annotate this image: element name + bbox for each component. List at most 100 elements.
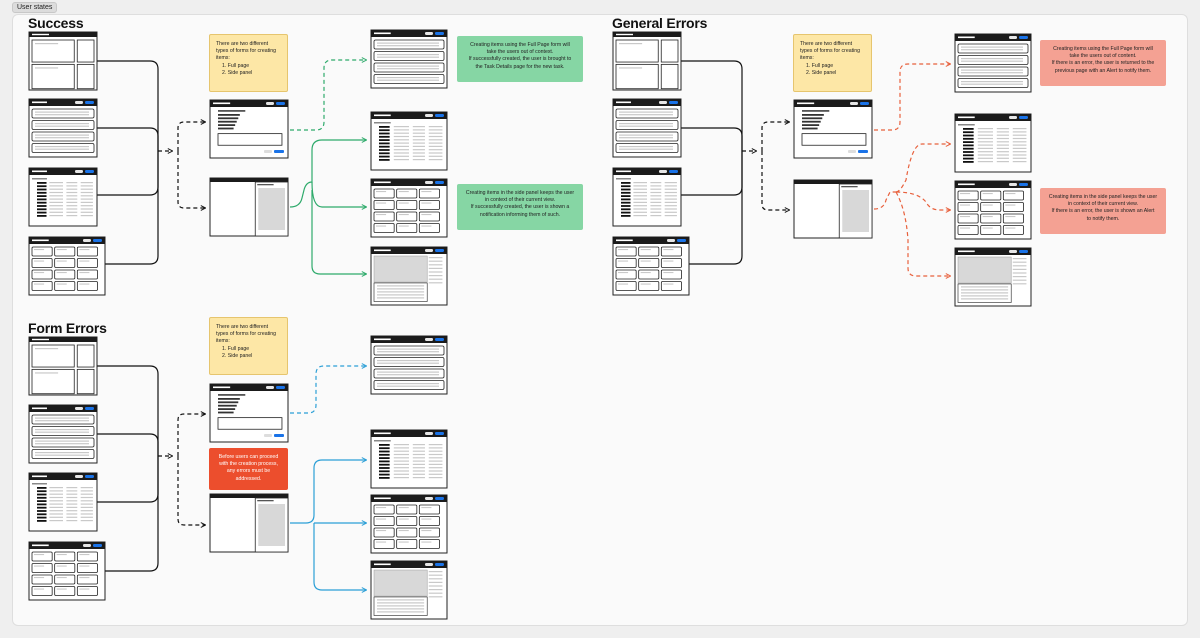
table-cell: [80, 195, 93, 197]
text-placeholder: [377, 605, 425, 607]
table-cell-strong: [379, 463, 390, 466]
section-heading-placeholder: [32, 483, 47, 485]
table-cell-strong: [379, 159, 390, 161]
app-header: [371, 247, 447, 254]
card: [76, 63, 95, 90]
text-placeholder: [35, 417, 89, 419]
table-cell: [80, 198, 93, 200]
text-placeholder: [35, 111, 89, 113]
table-cell: [66, 510, 78, 512]
text-placeholder: [663, 272, 674, 274]
table-cell: [412, 444, 425, 446]
screen-thumbnail-grid: [370, 494, 448, 554]
table-cell: [428, 142, 443, 144]
table-cell-strong: [379, 477, 390, 479]
note-line: 2. Side panel: [806, 69, 837, 76]
screen-thumbnail-list: [28, 404, 98, 464]
table-cell: [49, 205, 63, 207]
table-cell: [664, 208, 677, 210]
header-button: [659, 101, 667, 104]
header-button: [1009, 116, 1017, 119]
header-title-placeholder: [374, 563, 391, 566]
header-title-placeholder: [797, 102, 815, 105]
header-primary-button: [435, 249, 444, 252]
app-header: [371, 336, 447, 343]
board-tag[interactable]: User states: [12, 2, 58, 13]
table-cell: [1012, 128, 1027, 130]
table-cell: [393, 135, 409, 138]
table-cell: [80, 496, 93, 499]
note-line: There are two different: [800, 41, 853, 47]
table-cell: [393, 467, 409, 469]
list-card: [957, 66, 1029, 77]
grid-card: [418, 504, 440, 515]
grid-card: [418, 223, 440, 233]
header-primary-button: [435, 338, 444, 341]
detail-preview: [957, 256, 1012, 284]
table-cell: [664, 211, 677, 213]
table-cell: [49, 503, 63, 505]
detail-meta: [428, 264, 443, 266]
success-merge: [97, 60, 159, 151]
text-placeholder: [377, 285, 425, 287]
header-button: [83, 239, 91, 242]
header-title-placeholder: [374, 32, 391, 35]
text-placeholder: [377, 360, 439, 362]
grid-card: [373, 527, 395, 538]
table-cell: [633, 191, 647, 194]
table-cell: [49, 208, 63, 210]
table-cell: [633, 211, 647, 213]
header-button: [425, 432, 433, 435]
table-cell: [80, 493, 93, 495]
text-placeholder: [35, 372, 59, 374]
table-cell: [66, 191, 78, 194]
header-primary-button: [93, 239, 102, 242]
table-cell: [428, 152, 443, 154]
table-cell: [996, 128, 1009, 130]
success-side-panel-arrow: [311, 190, 366, 274]
text-placeholder: [1005, 227, 1016, 229]
screen-thumbnail-details: [370, 560, 448, 620]
panel-body: [258, 504, 285, 546]
text-placeholder: [35, 148, 89, 150]
screen-thumbnail-list: [954, 33, 1032, 93]
table-cell: [664, 191, 677, 194]
screen-thumbnail-dashboard: [612, 31, 682, 91]
grid-card: [54, 551, 76, 562]
text-placeholder: [377, 383, 439, 385]
grid-card: [76, 281, 98, 291]
text-placeholder: [34, 588, 45, 590]
table-cell: [80, 201, 93, 203]
form-field: [802, 124, 820, 126]
table-cell: [80, 513, 93, 515]
screen-thumbnail-grid: [612, 236, 690, 296]
list-card: [373, 39, 445, 50]
header-button: [83, 544, 91, 547]
app-header: [29, 32, 97, 37]
table-cell: [49, 520, 63, 522]
header-primary-button: [435, 114, 444, 117]
header-title-placeholder: [213, 102, 231, 105]
table-cell: [650, 205, 662, 207]
grid-card: [54, 258, 76, 268]
note-line: Creating items in the side panel keeps t…: [465, 190, 575, 196]
note-line: in context of their current view.: [484, 197, 556, 204]
header-title-placeholder: [616, 101, 631, 104]
text-placeholder: [56, 272, 67, 274]
table-cell-strong: [379, 152, 390, 155]
note-line: with the creation process,: [219, 461, 278, 468]
form-field: [802, 117, 823, 120]
detail-meta: [428, 574, 443, 576]
table-cell-strong: [37, 198, 47, 201]
detail-meta: [428, 571, 443, 573]
note-line: 2. Side panel: [222, 352, 253, 359]
grid-card: [615, 269, 637, 280]
grid-card: [660, 246, 682, 257]
table-cell: [412, 129, 425, 131]
detail-meta: [428, 271, 443, 273]
header-title-placeholder: [616, 170, 631, 173]
grid-card: [957, 202, 979, 212]
table-cell: [393, 457, 409, 459]
app-header: [29, 99, 97, 106]
detail-meta: [428, 578, 443, 580]
